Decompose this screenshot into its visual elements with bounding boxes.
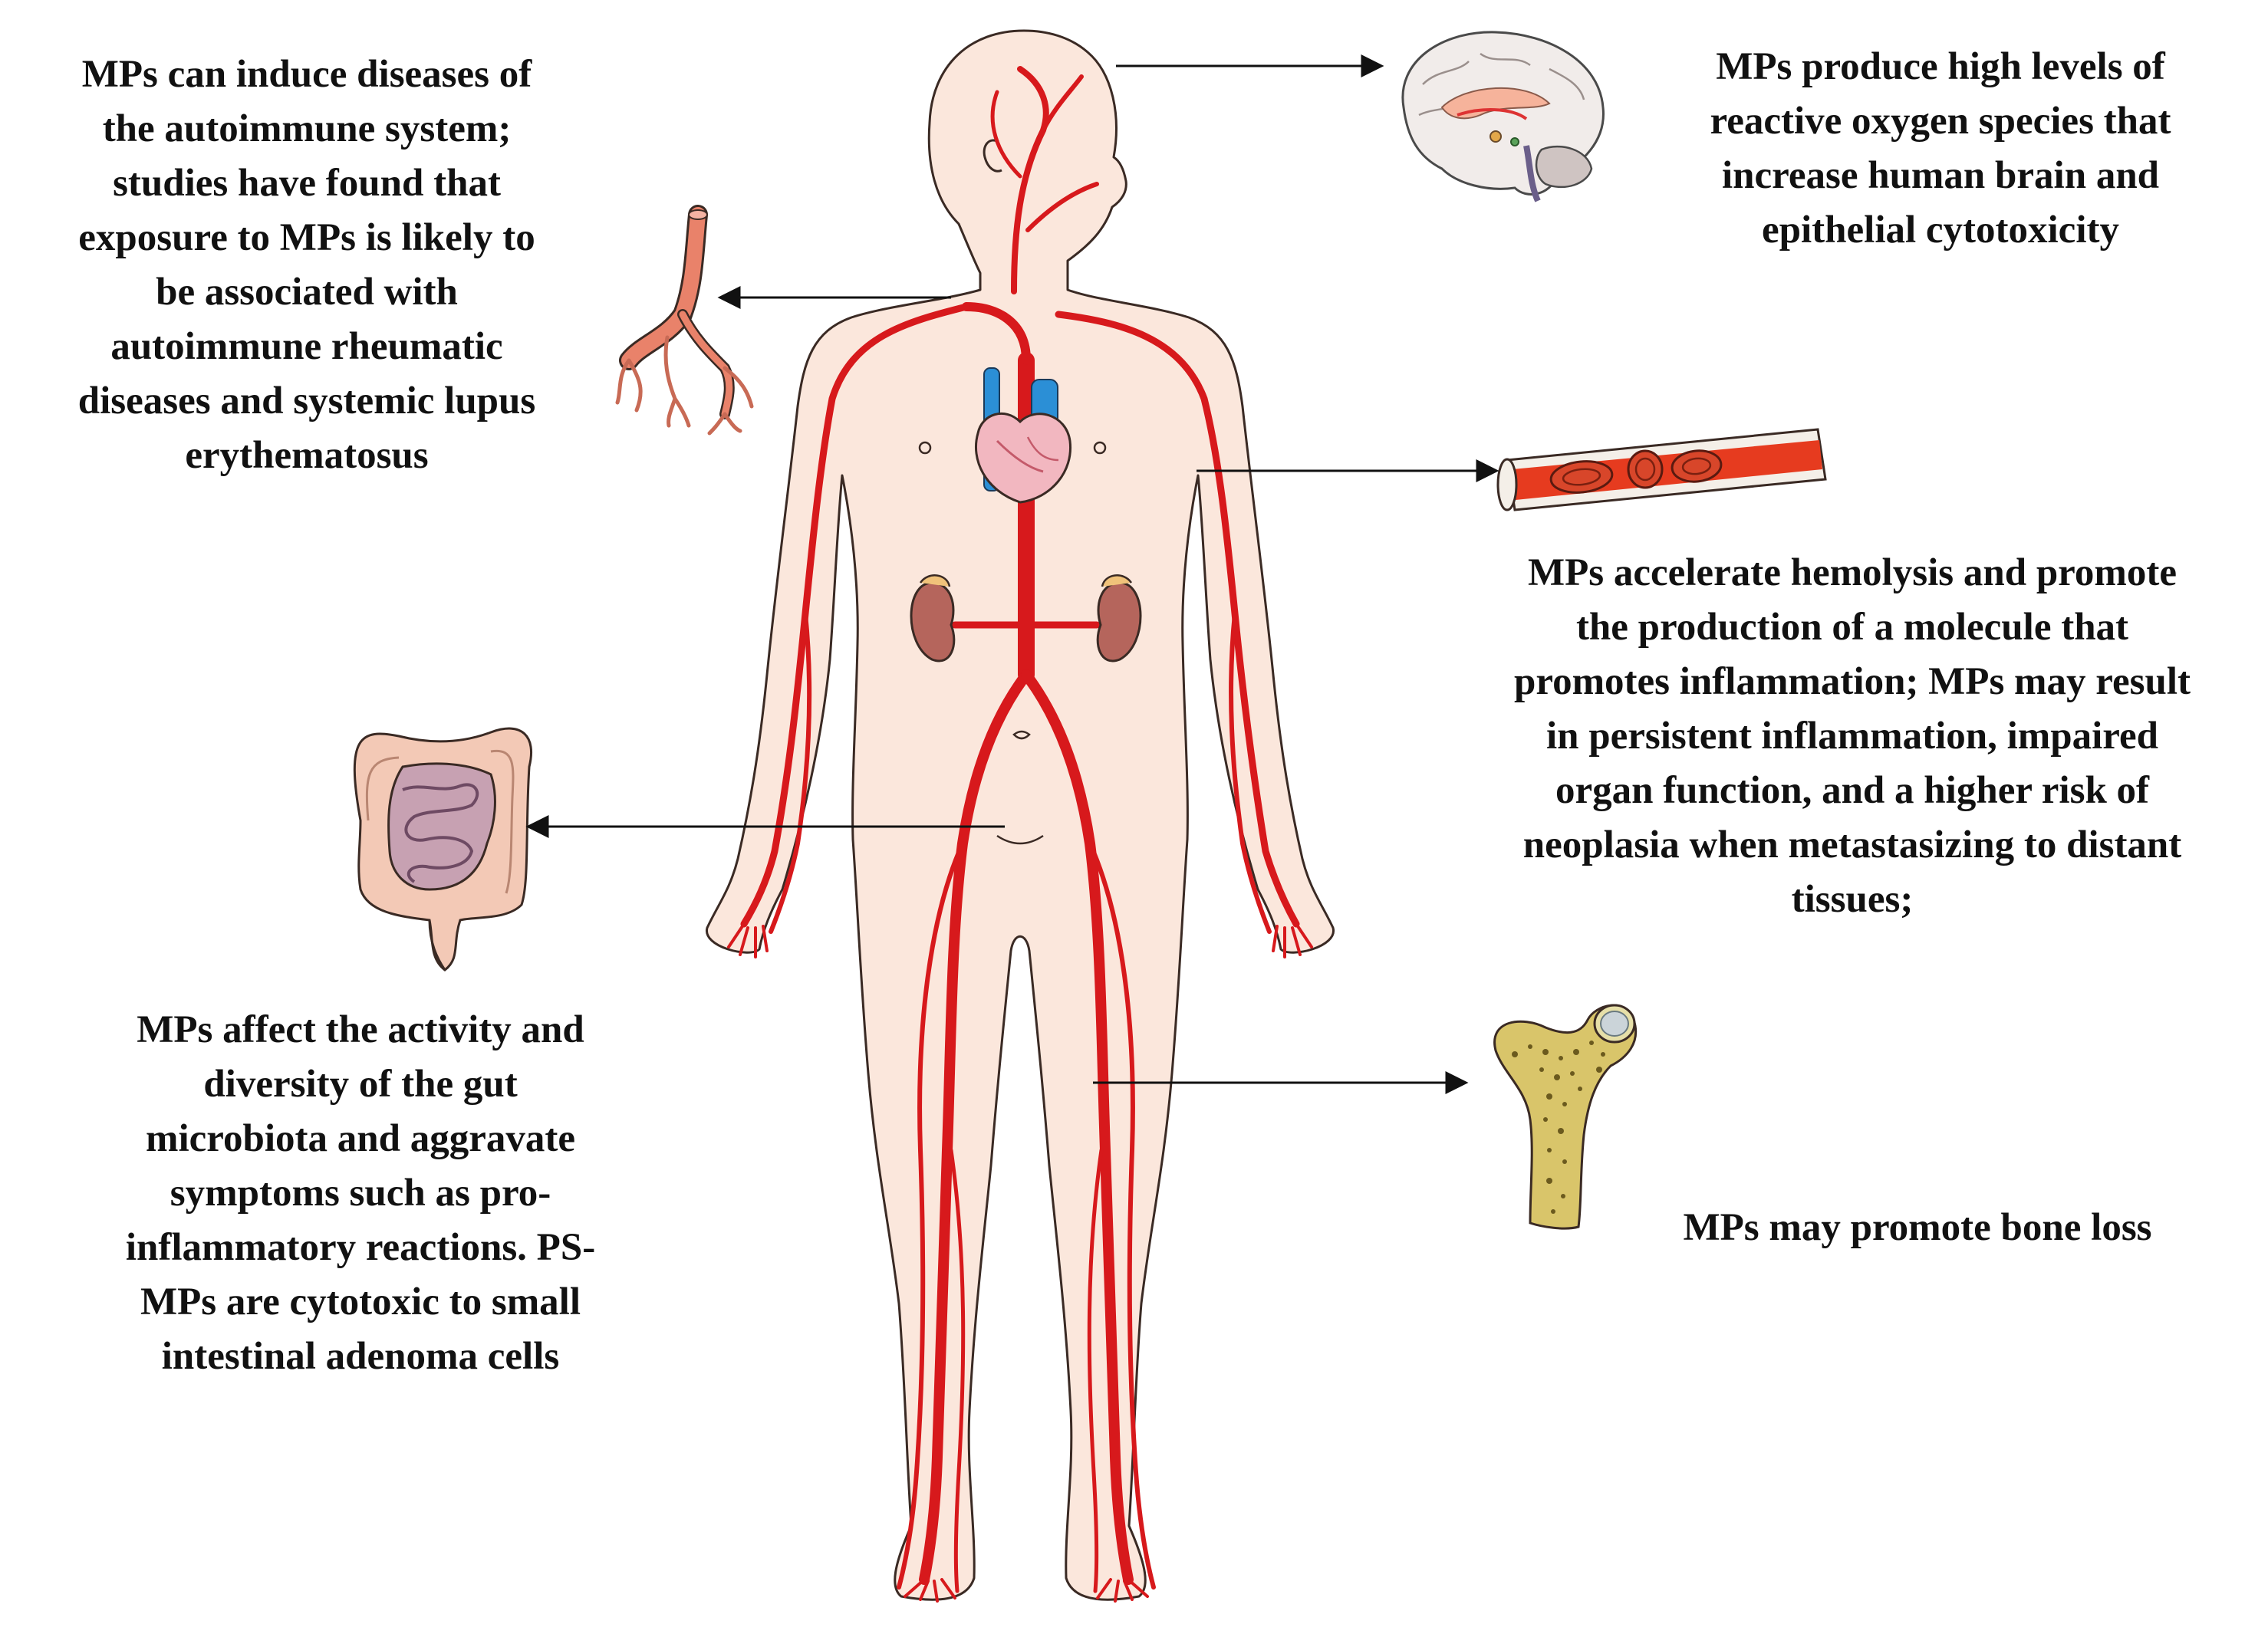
caption-bone-line: MPs may promote bone loss — [1683, 1206, 2152, 1249]
caption-gut-line: MPs affect the activity and — [137, 1008, 584, 1051]
caption-gut-line: inflammatory reactions. PS- — [125, 1226, 596, 1269]
bone-trabeculae — [1512, 1041, 1605, 1214]
caption-autoimmune: MPs can induce diseases of the autoimmune… — [15, 48, 598, 483]
caption-autoimmune-line: erythematosus — [185, 434, 429, 477]
artery-arm-left — [740, 303, 970, 928]
caption-autoimmune-line: diseases and systemic lupus — [77, 380, 536, 422]
caption-brain-line: epithelial cytotoxicity — [1762, 209, 2119, 252]
caption-blood-line: the production of a molecule that — [1575, 606, 2129, 649]
heart — [974, 412, 1072, 504]
artery-branch-illustration — [615, 205, 754, 436]
ear — [983, 139, 1002, 173]
caption-blood-line: promotes inflammation; MPs may result — [1513, 660, 2191, 703]
caption-brain-line: increase human brain and — [1721, 154, 2160, 197]
artery-foot-left — [904, 1578, 956, 1603]
caption-gut-line: microbiota and aggravate — [145, 1117, 575, 1160]
connector-arrows — [525, 54, 1499, 1094]
caption-blood: MPs accelerate hemolysis and promote the … — [1457, 546, 2247, 927]
body-silhouette — [706, 29, 1335, 1601]
caption-brain-line: reactive oxygen species that — [1710, 100, 2171, 143]
navel — [1012, 730, 1031, 740]
artery-forearm-left-2 — [769, 611, 812, 934]
caption-blood-line: organ function, and a higher risk of — [1555, 769, 2150, 812]
caption-autoimmune-line: autoimmune rheumatic — [110, 325, 503, 368]
kidney-left — [910, 574, 956, 662]
groin-line — [996, 834, 1044, 845]
caption-autoimmune-line: be associated with — [156, 271, 458, 314]
arterial-system — [727, 66, 1313, 1603]
caption-autoimmune-line: MPs can induce diseases of — [81, 53, 532, 96]
blood-vessel-illustration — [1496, 428, 1827, 511]
caption-bone: MPs may promote bone loss — [1611, 1201, 2224, 1255]
red-blood-cells — [1549, 449, 1723, 494]
caption-blood-line: tissues; — [1791, 878, 1914, 921]
caption-autoimmune-line: the autoimmune system; — [102, 107, 512, 150]
artery-arm-right — [1055, 311, 1300, 928]
artery-leg-left-2 — [897, 841, 965, 1590]
artery-leg-right-2 — [1088, 841, 1156, 1590]
human-body-figure — [706, 29, 1335, 1601]
artery-iliac-right — [1021, 669, 1134, 1585]
artery-forearm-right-2 — [1229, 611, 1272, 934]
caption-gut-line: MPs are cytotoxic to small — [140, 1281, 581, 1323]
artery-facial — [1025, 182, 1099, 232]
artery-temporal — [1041, 74, 1084, 133]
nipple-right — [1093, 441, 1107, 455]
caption-brain: MPs produce high levels of reactive oxyge… — [1641, 40, 2240, 258]
caption-gut: MPs affect the activity and diversity of … — [15, 1003, 706, 1384]
caption-autoimmune-line: studies have found that — [113, 162, 501, 205]
intestine-illustration — [353, 727, 533, 972]
caption-gut-line: diversity of the gut — [203, 1063, 518, 1106]
nipple-left — [918, 441, 932, 455]
caption-blood-line: in persistent inflammation, impaired — [1545, 715, 2159, 758]
caption-blood-line: neoplasia when metastasizing to distant — [1522, 824, 2182, 866]
caption-gut-line: symptoms such as pro- — [170, 1172, 551, 1215]
artery-hand-left — [727, 922, 769, 958]
artery-hand-right — [1272, 922, 1313, 958]
artery-foot-right — [1096, 1578, 1149, 1603]
artery-iliac-left — [919, 669, 1032, 1585]
caption-gut-line: intestinal adenoma cells — [161, 1335, 560, 1378]
caption-blood-line: MPs accelerate hemolysis and promote — [1527, 551, 2177, 594]
artery-leg-right-3 — [1087, 1148, 1104, 1593]
artery-head — [1011, 66, 1049, 294]
aorta-arch — [962, 302, 1031, 365]
caption-autoimmune-line: exposure to MPs is likely to — [78, 216, 535, 259]
brain-illustration — [1401, 31, 1605, 202]
artery-scalp — [990, 90, 1022, 179]
artery-leg-left-3 — [949, 1148, 966, 1593]
femur-illustration — [1493, 1004, 1638, 1230]
kidney-right — [1096, 574, 1142, 662]
caption-brain-line: MPs produce high levels of — [1716, 45, 2165, 88]
